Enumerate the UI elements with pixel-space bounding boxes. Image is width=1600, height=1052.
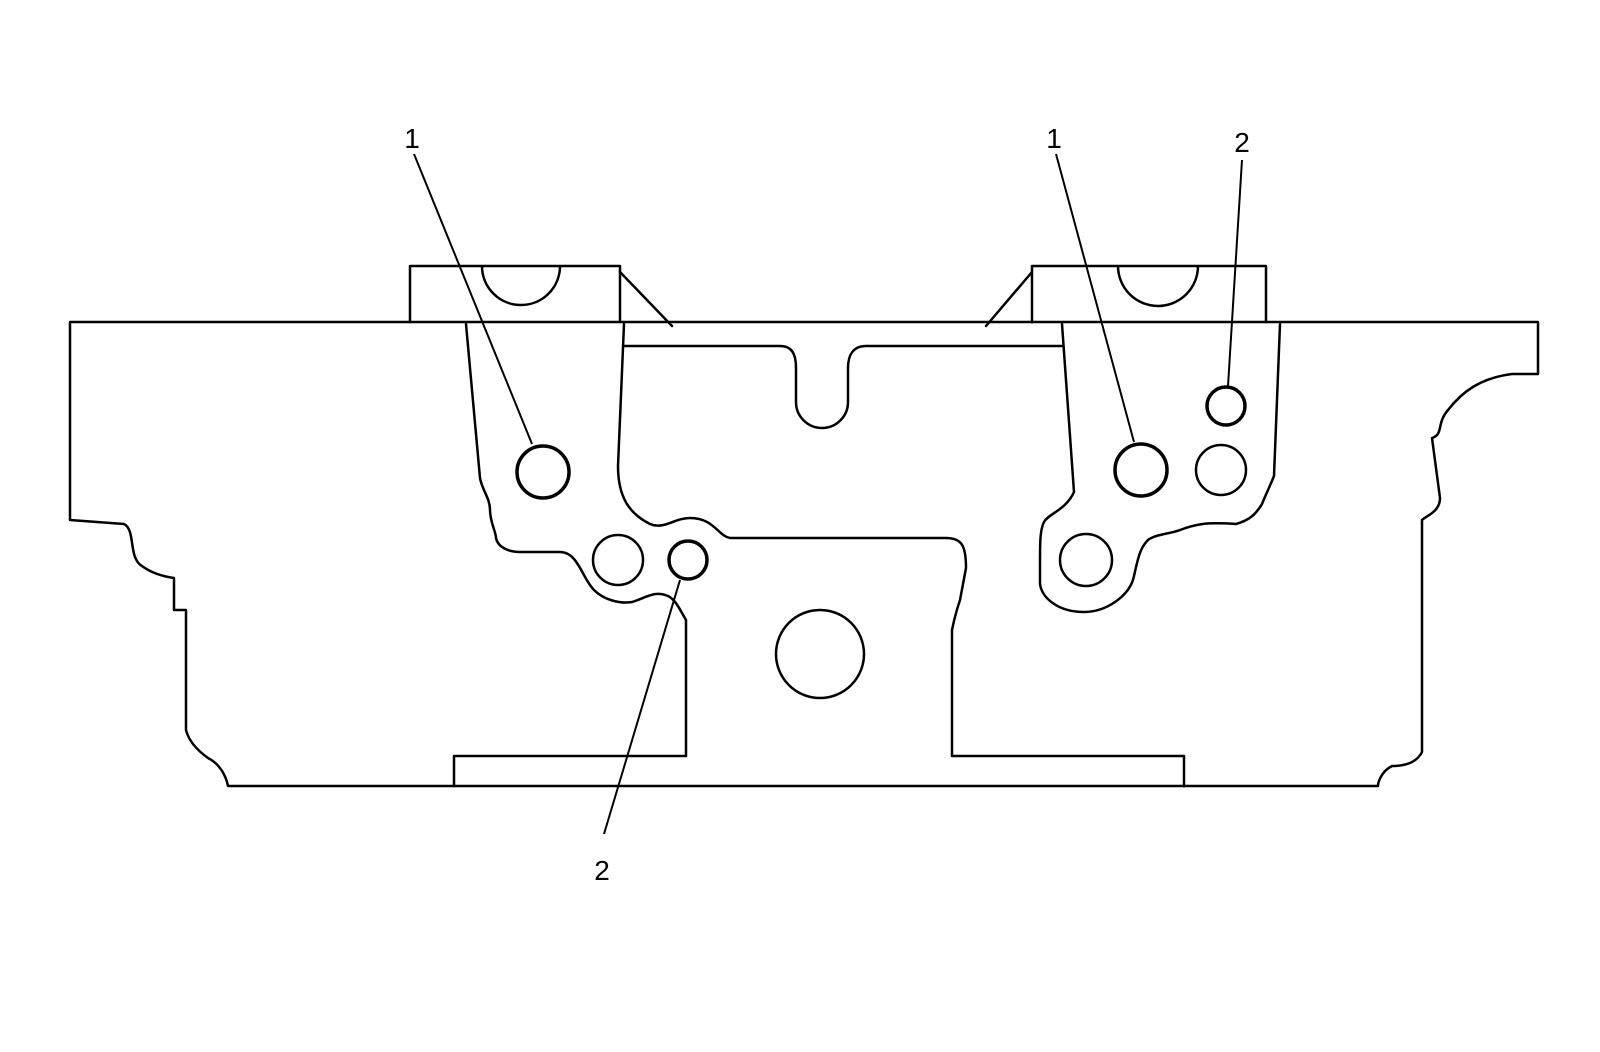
bolt-hole-right-2 (1205, 385, 1247, 427)
hole-left-lower-a (591, 533, 645, 587)
leader-left-1 (413, 153, 533, 445)
leader-bottom-2 (603, 579, 681, 835)
bolt-hole-left-1 (515, 444, 571, 500)
left-cam-cap (408, 264, 622, 324)
right-boss-outline (1038, 322, 1282, 614)
callout-bottom-2: 2 (594, 855, 610, 886)
bolt-hole-right-1 (1113, 442, 1169, 498)
hole-right-a (1194, 443, 1248, 497)
leader-right-1 (1055, 153, 1135, 443)
left-boss-inner (616, 322, 1186, 788)
leader-right-2 (1227, 159, 1243, 387)
callout-right-2: 2 (1234, 127, 1250, 158)
callout-left-1: 1 (404, 123, 420, 154)
right-cam-cap (1030, 264, 1268, 324)
head-outer-outline (68, 320, 1540, 788)
right-cap-brace (984, 270, 1034, 328)
hole-right-lower (1058, 532, 1114, 588)
left-cap-brace (618, 270, 674, 328)
inner-web-upper (622, 344, 1064, 430)
center-bore (774, 608, 866, 700)
callout-right-1: 1 (1046, 123, 1062, 154)
bolt-hole-left-2 (667, 539, 709, 581)
left-boss-outline (452, 322, 688, 788)
